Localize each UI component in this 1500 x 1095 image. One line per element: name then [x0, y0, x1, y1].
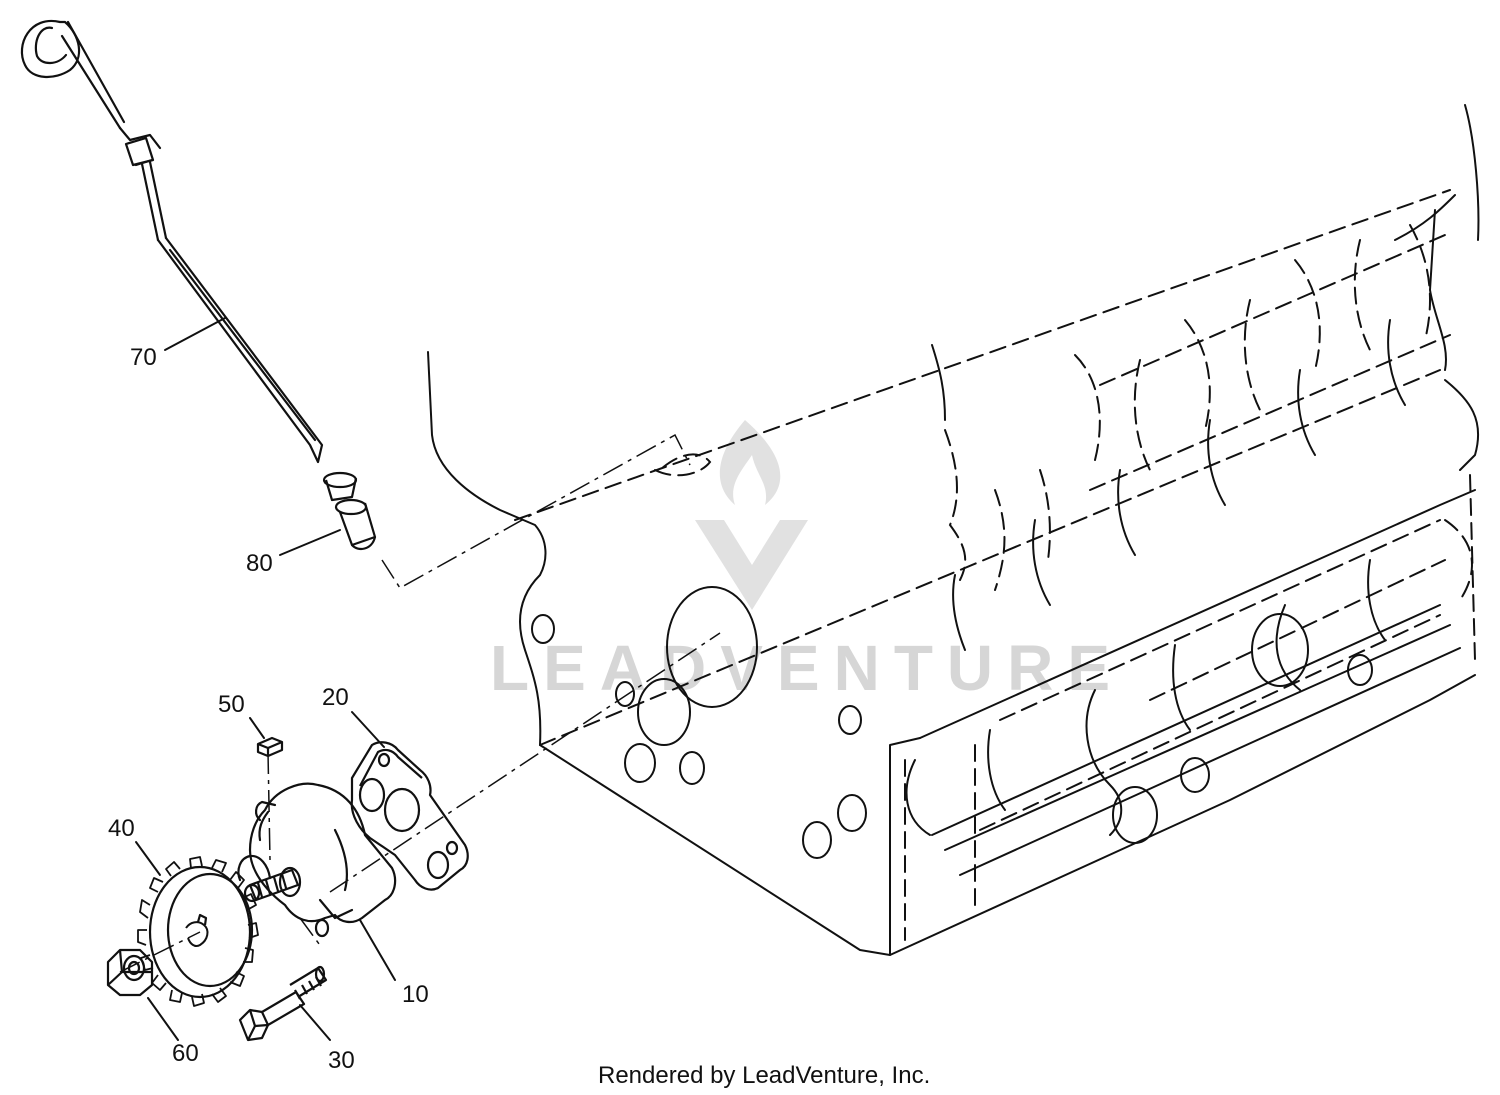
callout-70[interactable]: 70: [130, 344, 157, 371]
watermark-text: LEADVENTURE: [490, 632, 1124, 704]
callouts: 70 80 50 20 40 10 60 30: [108, 344, 429, 1074]
gasket-part-20: [350, 741, 469, 891]
callout-50[interactable]: 50: [218, 691, 245, 718]
leader-50: [249, 717, 265, 739]
watermark: LEADVENTURE: [490, 420, 1124, 704]
flame-v-logo-icon: [695, 420, 808, 610]
gear-part-40: [137, 856, 259, 1007]
callout-80[interactable]: 80: [246, 550, 273, 577]
leader-40: [135, 841, 161, 876]
oil-pump-part-10: [237, 782, 397, 938]
leader-80: [279, 529, 341, 556]
leader-20: [351, 711, 385, 748]
dipstick-guide-part-80: [322, 471, 377, 551]
callout-40[interactable]: 40: [108, 815, 135, 842]
leader-10: [359, 919, 396, 981]
engine-hidden-lines: [514, 189, 1476, 941]
key-part-50: [256, 736, 284, 758]
callout-20[interactable]: 20: [322, 684, 349, 711]
gear-teeth: [137, 856, 259, 1007]
leader-lines: [135, 317, 396, 1041]
callout-30[interactable]: 30: [328, 1047, 355, 1074]
leader-60: [147, 997, 179, 1041]
assembly-centerlines: [119, 433, 721, 973]
bolt-part-30: [238, 965, 328, 1042]
dipstick-part-70: [20, 19, 324, 464]
nut-part-60: [106, 948, 154, 997]
callout-60[interactable]: 60: [172, 1040, 199, 1067]
render-credit: Rendered by LeadVenture, Inc.: [598, 1062, 930, 1089]
leader-70: [164, 317, 226, 351]
engine-block: [427, 104, 1480, 956]
callout-10[interactable]: 10: [402, 981, 429, 1008]
leader-30: [299, 1004, 331, 1041]
